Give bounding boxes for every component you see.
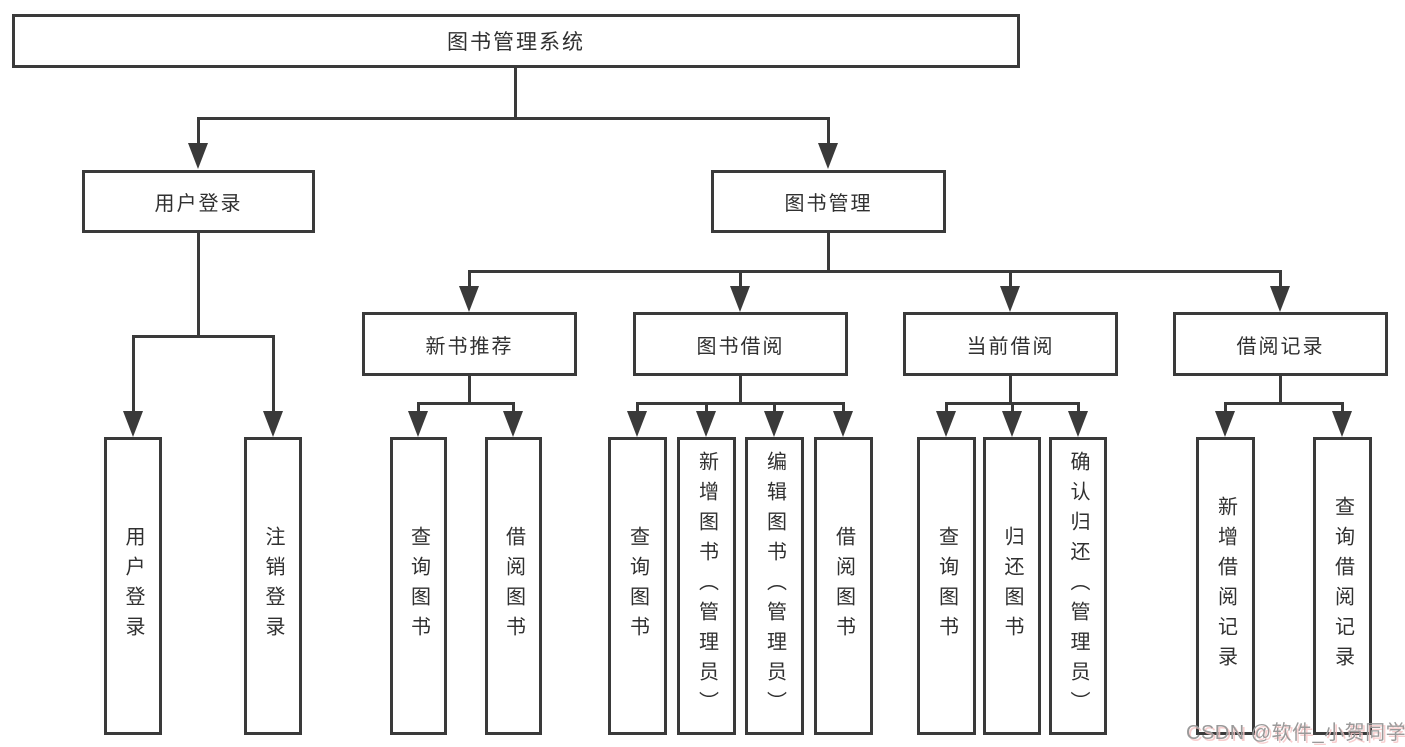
leaf-label: 借阅图书 (832, 526, 855, 646)
connector-recommend-stem (468, 376, 471, 405)
connector-drop (636, 402, 639, 412)
leaf-add-borrow-record: 新增借阅记录 (1196, 437, 1255, 735)
connector-drop-user-login (197, 117, 200, 144)
leaf-confirm-return-admin: 确认归还（管理员） (1049, 437, 1107, 735)
arrow-down-icon (627, 411, 647, 437)
leaf-label: 查询图书 (935, 526, 958, 646)
connector-drop (1077, 402, 1080, 412)
leaf-label: 注销登录 (262, 526, 284, 646)
connector-drop (705, 402, 708, 412)
arrow-down-icon (1000, 286, 1020, 312)
connector-drop-recommend (468, 270, 471, 288)
leaf-label: 归还图书 (1001, 526, 1023, 646)
arrow-down-icon (936, 411, 956, 437)
arrow-down-icon (263, 411, 283, 437)
node-root-library-management-system: 图书管理系统 (12, 14, 1020, 68)
connector-borrow-branch (636, 402, 845, 405)
csdn-watermark: CSDN @软件_小贺同学 (1186, 722, 1405, 744)
leaf-borrow-books: 借阅图书 (814, 437, 873, 735)
connector-borrow-stem (739, 376, 742, 405)
arrow-down-icon (1332, 411, 1352, 437)
connector-recommend-branch (417, 402, 515, 405)
connector-records-branch (1224, 402, 1344, 405)
arrow-down-icon (696, 411, 716, 437)
arrow-down-icon (764, 411, 784, 437)
arrow-down-icon (408, 411, 428, 437)
node-new-book-recommend: 新书推荐 (362, 312, 577, 376)
connector-drop (1224, 402, 1227, 412)
arrow-down-icon (1068, 411, 1088, 437)
node-user-login: 用户登录 (82, 170, 315, 233)
arrow-down-icon (123, 411, 143, 437)
node-book-borrow: 图书借阅 (633, 312, 848, 376)
connector-drop-current (1009, 270, 1012, 288)
leaf-label: 编辑图书（管理员） (763, 451, 786, 721)
connector-drop (417, 402, 420, 412)
connector-drop (1341, 402, 1344, 412)
node-book-management: 图书管理 (711, 170, 946, 233)
leaf-label: 新增借阅记录 (1214, 496, 1237, 676)
leaf-label: 查询借阅记录 (1331, 496, 1354, 676)
leaf-label: 查询图书 (626, 526, 649, 646)
connector-drop (945, 402, 948, 412)
arrow-down-icon (503, 411, 523, 437)
connector-login-branch (132, 335, 275, 338)
connector-drop-logout-leaf (272, 335, 275, 412)
connector-records-stem (1279, 376, 1282, 405)
connector-login-stem (197, 233, 200, 335)
leaf-label: 新增图书（管理员） (695, 451, 718, 721)
connector-drop-borrow (739, 270, 742, 288)
connector-drop (842, 402, 845, 412)
connector-drop (1011, 402, 1014, 412)
arrow-down-icon (1215, 411, 1235, 437)
arrow-down-icon (818, 143, 838, 169)
connector-current-stem (1009, 376, 1012, 405)
arrow-down-icon (188, 143, 208, 169)
leaf-label: 查询图书 (407, 526, 430, 646)
connector-drop-login-leaf (132, 335, 135, 412)
connector-root-stem (514, 68, 517, 120)
arrow-down-icon (459, 286, 479, 312)
connector-drop (512, 402, 515, 412)
arrow-down-icon (1270, 286, 1290, 312)
leaf-edit-books-admin: 编辑图书（管理员） (745, 437, 804, 735)
leaf-label: 借阅图书 (502, 526, 525, 646)
arrow-down-icon (833, 411, 853, 437)
connector-drop-book-management (827, 117, 830, 144)
leaf-label: 确认归还（管理员） (1067, 451, 1089, 721)
connector-drop-records (1279, 270, 1282, 288)
leaf-borrow-books-recommend: 借阅图书 (485, 437, 542, 735)
connector-management-stem (827, 233, 830, 270)
leaf-return-books: 归还图书 (983, 437, 1041, 735)
leaf-user-login: 用户登录 (104, 437, 162, 735)
node-current-borrow: 当前借阅 (903, 312, 1118, 376)
leaf-label: 用户登录 (122, 526, 144, 646)
arrow-down-icon (1002, 411, 1022, 437)
node-borrow-records: 借阅记录 (1173, 312, 1388, 376)
connector-drop (773, 402, 776, 412)
connector-root-branch (197, 117, 830, 120)
leaf-query-books-borrow: 查询图书 (608, 437, 667, 735)
leaf-query-borrow-record: 查询借阅记录 (1313, 437, 1372, 735)
leaf-add-books-admin: 新增图书（管理员） (677, 437, 736, 735)
leaf-query-books-recommend: 查询图书 (390, 437, 447, 735)
connector-management-branch (468, 270, 1282, 273)
leaf-logout: 注销登录 (244, 437, 302, 735)
leaf-query-books-current: 查询图书 (917, 437, 976, 735)
arrow-down-icon (730, 286, 750, 312)
